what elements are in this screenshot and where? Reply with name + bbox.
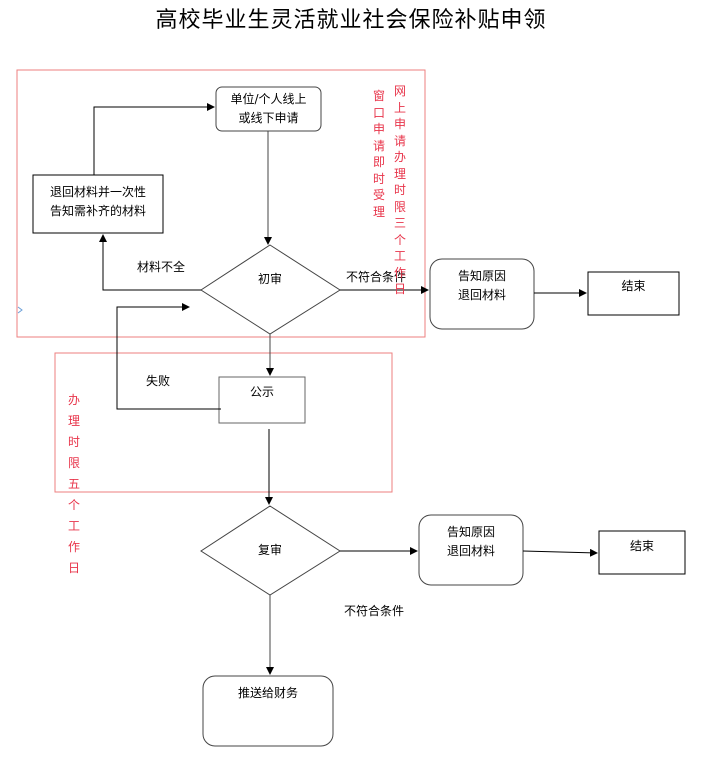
notify-node-1[interactable]: [429, 258, 535, 330]
end-node-1[interactable]: [587, 271, 680, 316]
apply-line1: 单位/个人线上: [230, 92, 307, 106]
annotation-publicity-limit: 办理时限五个工作日: [68, 393, 85, 575]
edge-label-not-qualified-2: 不符合条件: [344, 604, 405, 618]
return-line2: 告知需补齐的材料: [49, 204, 146, 218]
annotation-online-limit: 网上申请办理时限三个工作日: [394, 84, 407, 296]
push-finance-label: 推送给财务: [237, 686, 298, 700]
publicity-label: 公示: [249, 385, 274, 399]
apply-label: 单位/个人线上 或线下申请: [216, 90, 321, 128]
notify-node-2[interactable]: [418, 514, 524, 586]
notify-label-2: 告知原因 退回材料: [419, 523, 523, 561]
return-line1: 退回材料并一次性: [49, 185, 146, 199]
end-node-2[interactable]: [598, 530, 686, 575]
push-finance-node[interactable]: [202, 675, 334, 747]
initial-review-node[interactable]: [200, 244, 341, 335]
return-materials-node[interactable]: [32, 174, 164, 234]
edge-label-incomplete: 材料不全: [137, 260, 186, 274]
page-title: 高校毕业生灵活就业社会保险补贴申领: [155, 8, 547, 33]
apply-line2: 或线下申请: [238, 111, 299, 125]
edge-review-to-return: [99, 234, 201, 291]
notify1-line1: 告知原因: [457, 269, 506, 283]
edge-label-not-qualified-1: 不符合条件: [346, 270, 407, 284]
notify1-line2: 退回材料: [457, 288, 506, 302]
publicity-node[interactable]: [218, 376, 306, 424]
notify-label-1: 告知原因 退回材料: [430, 267, 534, 305]
annotation-window-instant: 窗口申请即时受理: [373, 89, 386, 219]
edge-publicity-failed: [116, 303, 221, 410]
notify2-line2: 退回材料: [446, 544, 495, 558]
initial-review-region: [16, 69, 426, 338]
initial-review-label: 初审: [257, 272, 282, 286]
end-label-1: 结束: [621, 279, 646, 293]
edge-label-failed: 失败: [146, 374, 171, 388]
end-label-2: 结束: [629, 539, 654, 553]
edge-return-to-apply: [93, 103, 215, 175]
return-materials-label: 退回材料并一次性 告知需补齐的材料: [33, 183, 163, 221]
notify2-line1: 告知原因: [446, 525, 495, 539]
edge-notify2-to-end2: [522, 548, 598, 557]
second-review-label: 复审: [257, 543, 282, 557]
collapse-marker-icon[interactable]: [17, 306, 23, 314]
publicity-region: [54, 352, 393, 493]
